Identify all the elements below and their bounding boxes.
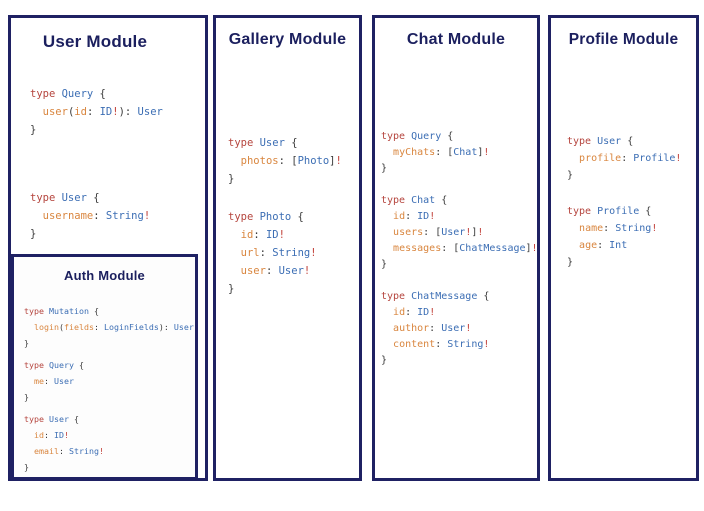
panel-title-chat-module: Chat Module [406,31,506,48]
code-block-gallery-module: type User { photos: [Photo]!}type Photo … [228,134,359,298]
code-line: type User { [30,192,100,204]
code-line: type ChatMessage { [381,291,490,302]
code-line: id: ID! [393,211,436,222]
code-line: type User { [228,137,298,149]
code-type-block: type User { profile: Profile!} [567,133,696,184]
code-line: } [381,259,388,270]
code-block-chat-module: type Query { myChats: [Chat]!}type Chat … [381,129,538,369]
panel-profile-module: Profile Module type User { profile: Prof… [548,15,699,481]
code-line: user: User! [240,265,311,277]
code-line: type Query { [381,131,454,142]
code-line: user(id: ID!): User [42,106,163,118]
code-line: type User { [567,136,634,147]
code-line: type Query { [24,360,84,370]
code-line: } [567,257,574,268]
panel-auth-module: Auth Module type Mutation { login(fields… [11,254,198,480]
code-line: id: ID! [240,229,285,241]
panel-title-auth-module: Auth Module [64,268,145,283]
code-line: url: String! [240,247,317,259]
code-type-block: type Query { me: User} [24,357,195,405]
panel-title-user-module: User Module [42,32,148,51]
code-line: age: Int [579,240,628,251]
code-type-block: type Photo { id: ID! url: String! user: … [228,208,359,298]
code-line: } [24,462,29,472]
panel-title-gallery-module: Gallery Module [228,31,347,48]
code-line: login(fields: LoginFields): User [34,322,194,332]
code-type-block: type User { username: String!} [30,189,205,243]
code-block-user-module: type Query { user(id: ID!): User}type Us… [30,85,205,243]
code-line: } [228,283,235,295]
code-line: username: String! [42,210,151,222]
code-line: } [228,173,235,185]
code-line: } [567,170,574,181]
code-line: } [24,338,29,348]
code-line: name: String! [579,223,658,234]
code-block-profile-module: type User { profile: Profile!}type Profi… [567,133,696,271]
code-line: } [381,163,388,174]
code-line: author: User! [393,323,472,334]
code-line: type Profile { [567,206,652,217]
code-type-block: type Query { myChats: [Chat]!} [381,129,537,177]
code-line: id: ID! [34,430,69,440]
code-line: email: String! [34,446,104,456]
code-line: me: User [34,376,74,386]
code-line: type Chat { [381,195,448,206]
code-type-block: type ChatMessage { id: ID! author: User!… [381,289,537,369]
code-line: } [30,228,37,240]
code-line: type User { [24,414,79,424]
code-line: messages: [ChatMessage]! [393,243,538,254]
panel-title-profile-module: Profile Module [568,31,679,48]
code-type-block: type Mutation { login(fields: LoginField… [24,303,195,351]
code-line: type Mutation { [24,306,99,316]
code-type-block: type Chat { id: ID! users: [User!]! mess… [381,193,538,273]
code-line: type Query { [30,88,106,100]
code-line: users: [User!]! [393,227,484,238]
code-line: type Photo { [228,211,304,223]
code-line: photos: [Photo]! [240,155,342,167]
code-line: } [24,392,29,402]
code-type-block: type Profile { name: String! age: Int} [567,203,696,271]
code-line: profile: Profile! [579,153,682,164]
code-line: content: String! [393,339,490,350]
code-line: } [381,355,388,366]
code-type-block: type User { id: ID! email: String!} [24,411,195,475]
panel-chat-module: Chat Module type Query { myChats: [Chat]… [372,15,540,481]
code-type-block: type Query { user(id: ID!): User} [30,85,205,139]
panel-gallery-module: Gallery Module type User { photos: [Phot… [213,15,362,481]
code-block-auth-module: type Mutation { login(fields: LoginField… [24,303,195,475]
code-line: id: ID! [393,307,436,318]
code-type-block: type User { photos: [Photo]!} [228,134,359,188]
code-line: } [30,124,37,136]
code-line: myChats: [Chat]! [393,147,490,158]
